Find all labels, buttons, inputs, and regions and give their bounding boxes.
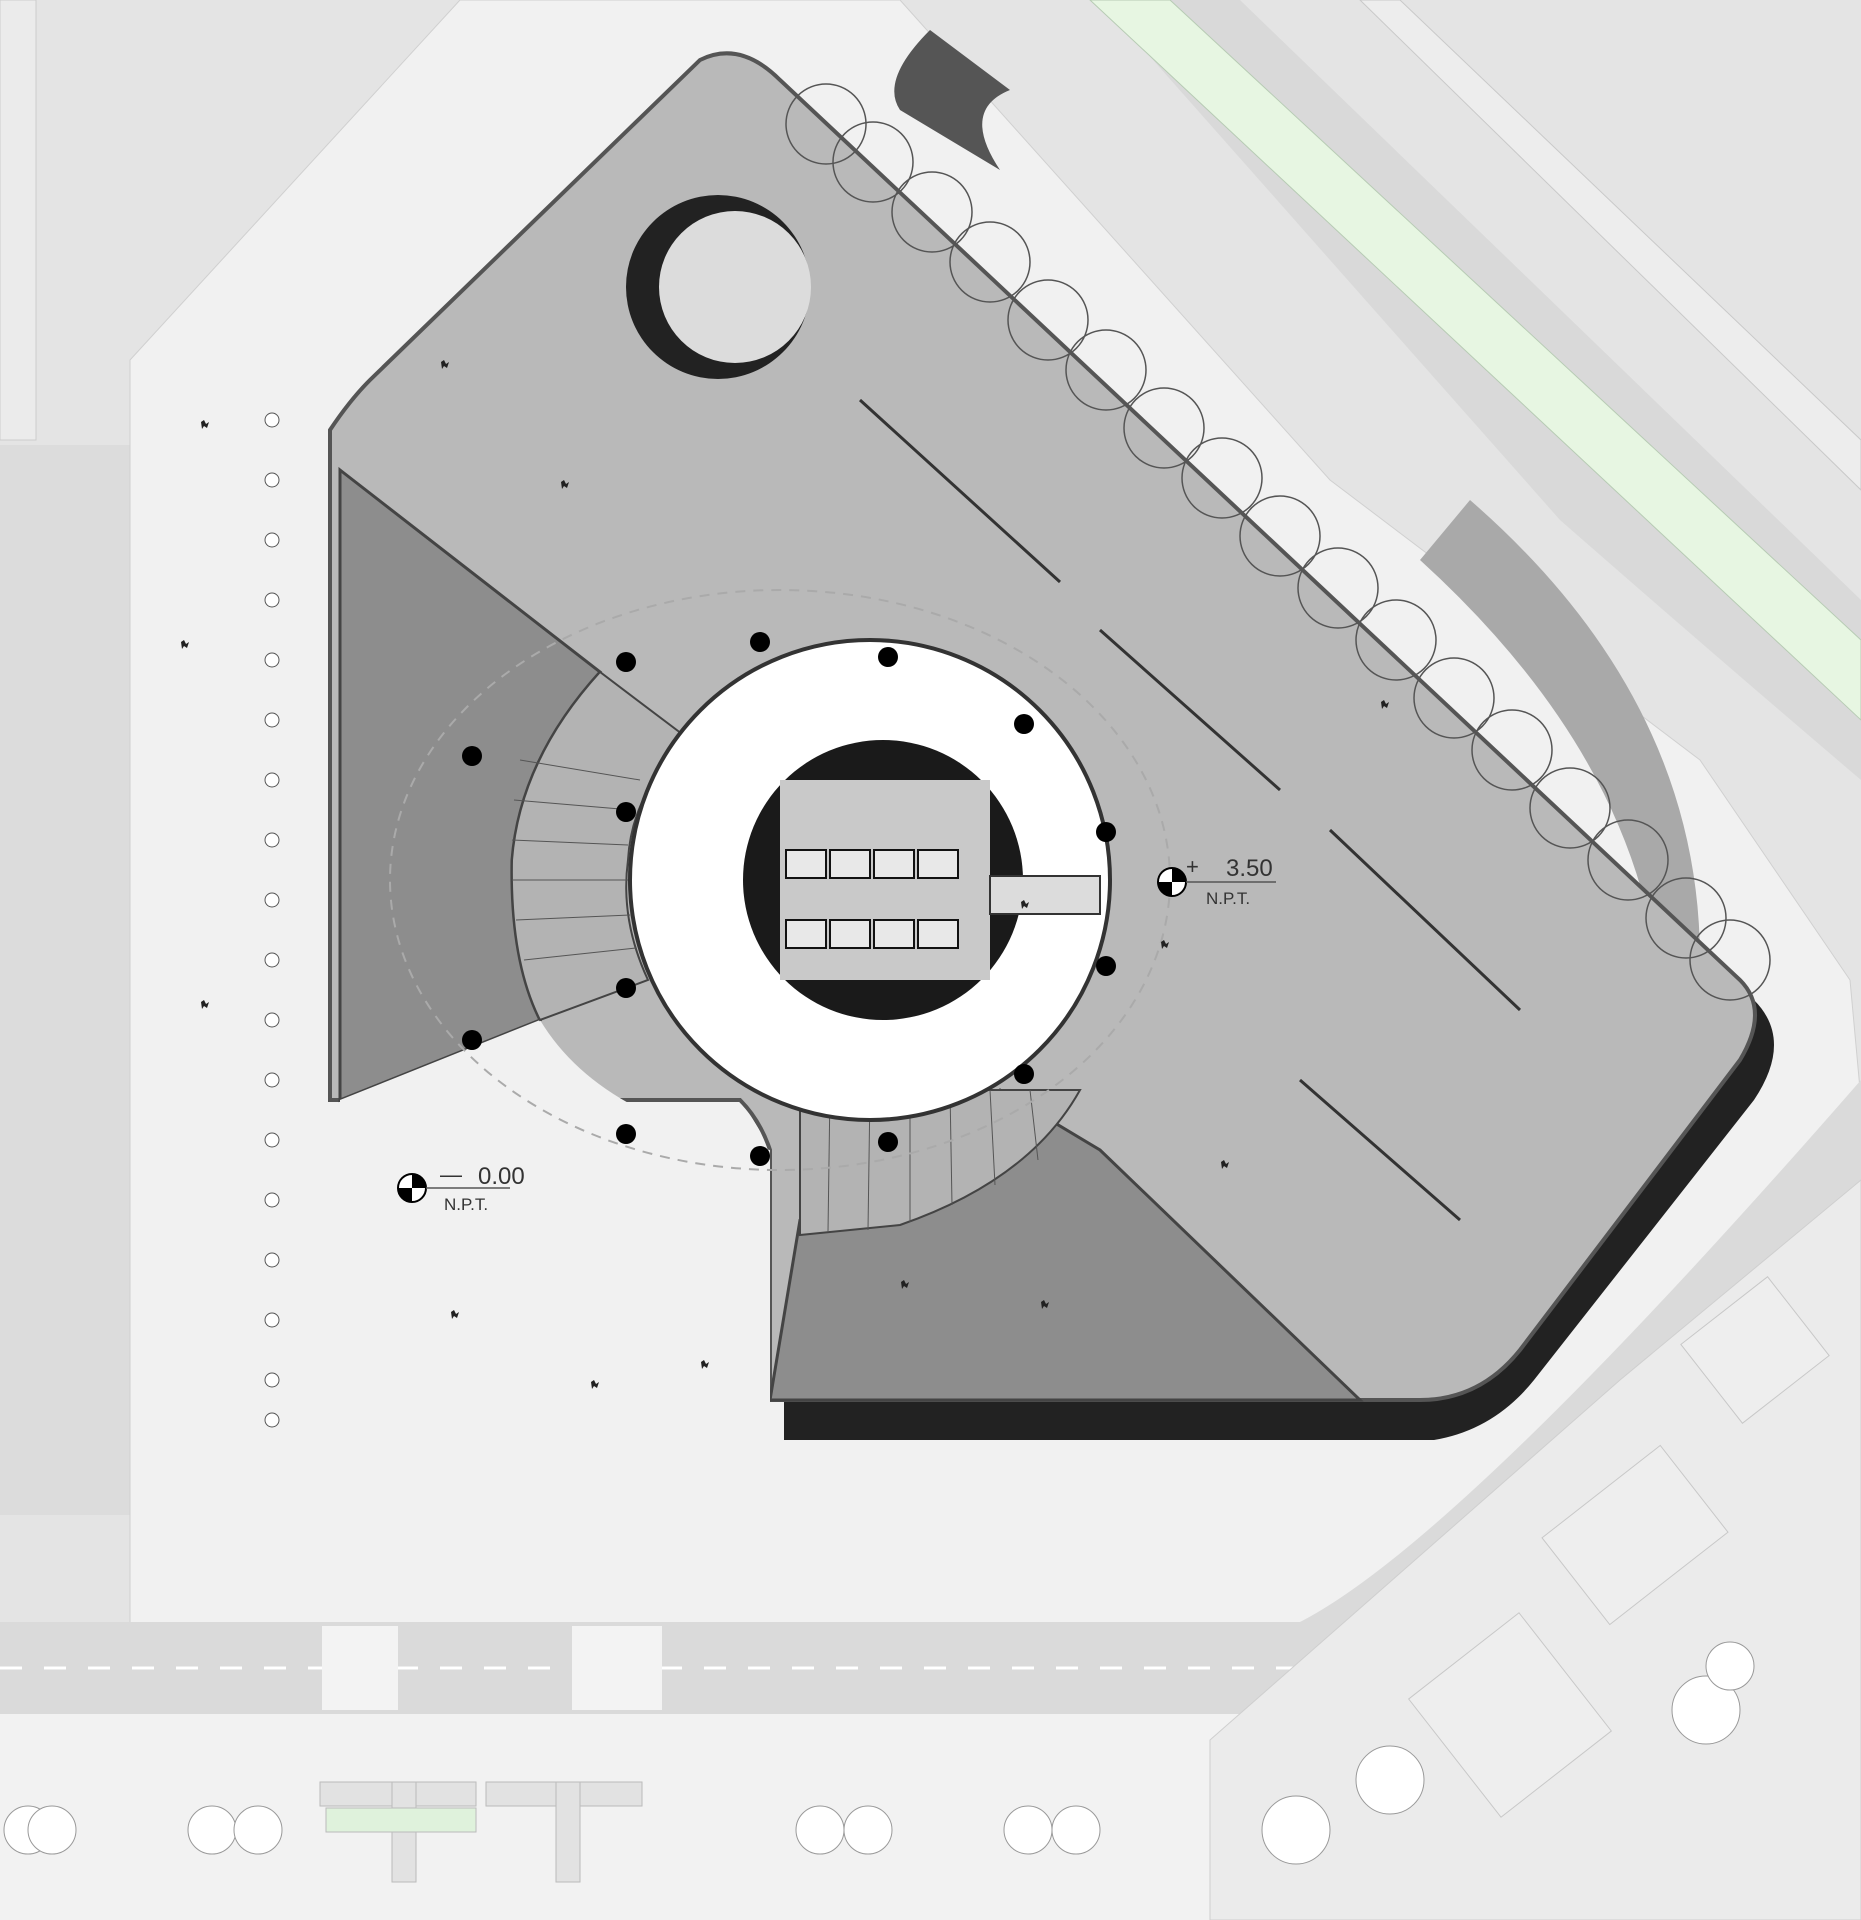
road-verge [1359,0,1861,491]
linear-benches [858,398,1522,1222]
level-ground-value: 0.00 [478,1163,525,1190]
south-planters [319,1781,643,1883]
south-trees [3,1641,1755,1865]
curved-road-east [1420,500,1700,990]
level-upper-ref: N.P.T. [1206,889,1250,908]
level-upper-sign: + [1186,854,1199,879]
crosswalk-1 [322,1626,398,1710]
ne-tree-row [785,83,1771,1001]
curved-road [1100,0,1861,780]
ground-plaza [340,1020,770,1430]
bollard-row-west [264,412,280,1428]
skylight-inner [659,211,811,363]
elevator-banks [785,849,959,949]
level-upper-value: 3.50 [1226,855,1273,882]
stair-south [799,1089,1082,1237]
left-building-lower [0,445,130,1515]
bridge-walkway [989,875,1101,915]
core-interior [780,780,990,980]
level-marker-ground: — 0.00 N.P.T. [397,1162,525,1214]
columns [462,632,1116,1166]
left-building [0,0,37,441]
park-buildings [1407,1276,1830,1818]
crosswalk-2 [572,1626,662,1710]
stair-treads [511,759,1039,1233]
level-ground-sign: — [440,1162,462,1187]
green-strip [1089,0,1861,721]
level-ground-ref: N.P.T. [444,1195,488,1214]
level-marker-upper: + 3.50 N.P.T. [1157,854,1276,908]
stair-west [510,670,692,1022]
north-ramp [894,30,1010,170]
